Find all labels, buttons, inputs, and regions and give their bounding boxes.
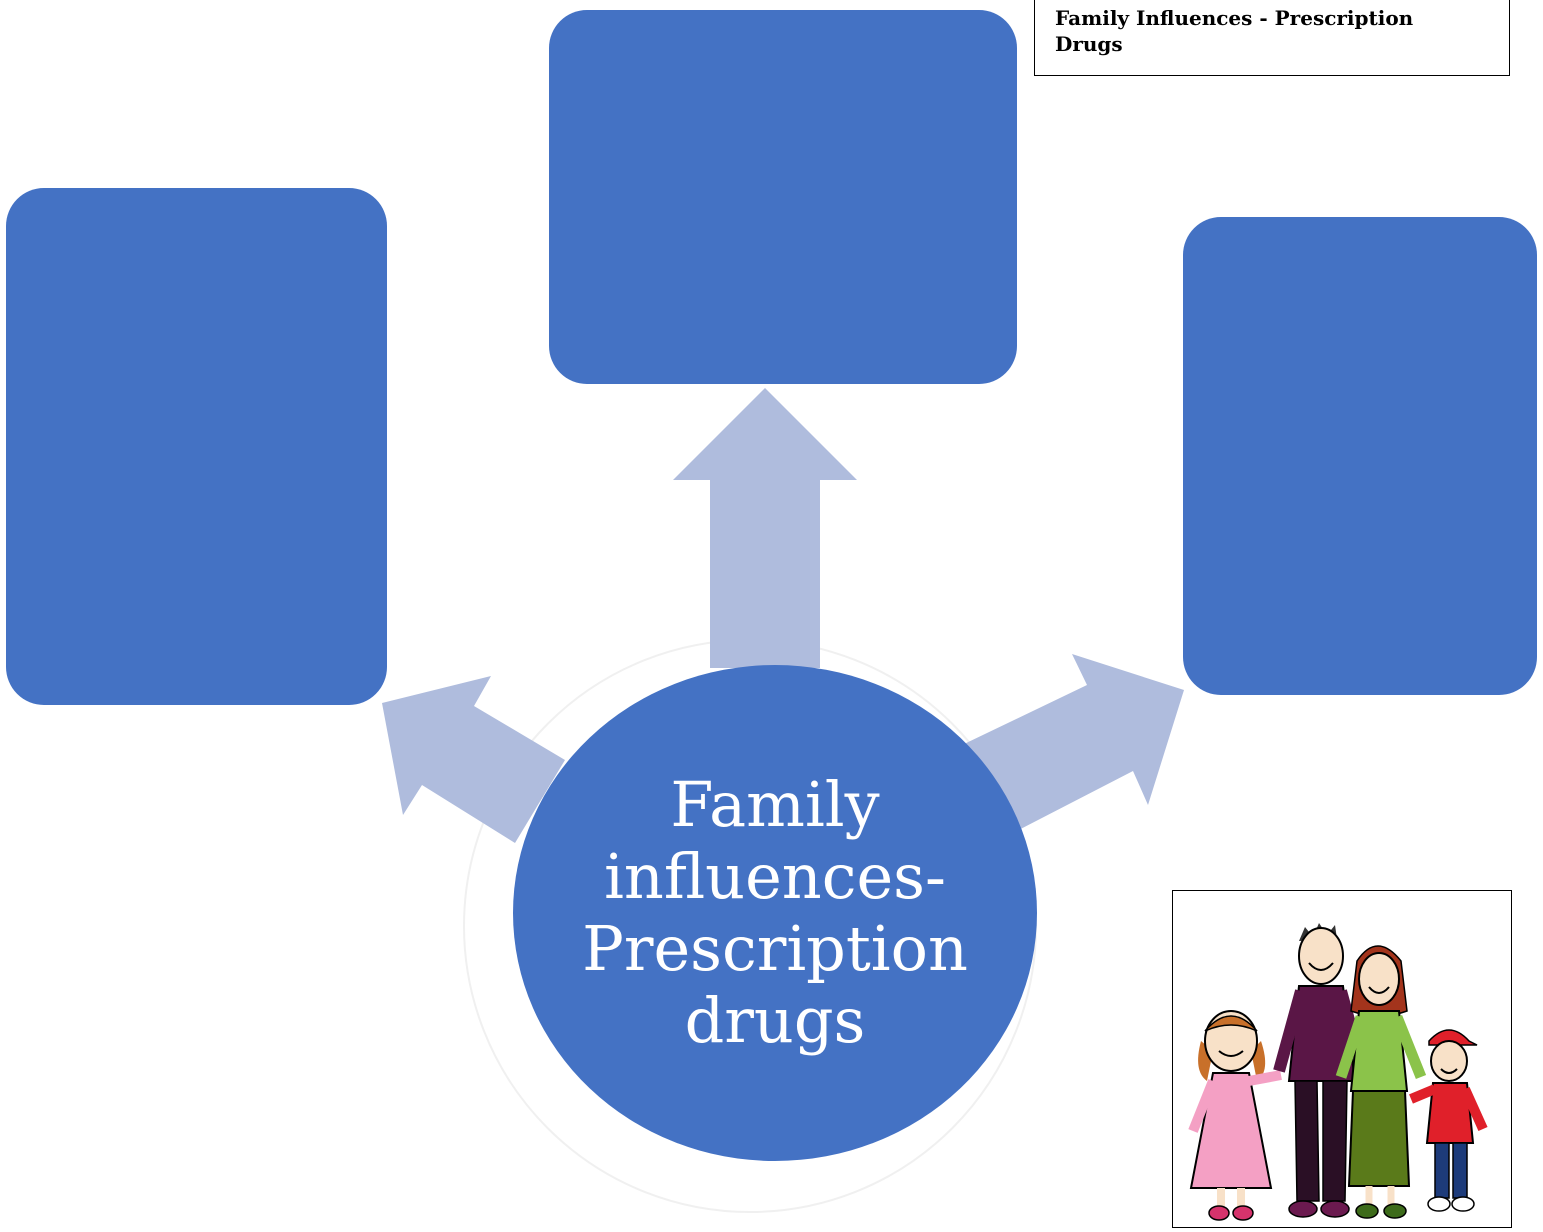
arrow-up [673,388,857,668]
family-illustration [1172,890,1512,1228]
arrow-right [962,654,1184,836]
family-holding-hands-icon [1188,923,1488,1221]
arrow-left [382,676,565,843]
title-line-1: Family Influences - Prescription [1055,6,1414,30]
node-right[interactable] [1183,217,1537,695]
boy-figure [1409,1029,1488,1212]
girl-figure [1188,1010,1282,1221]
woman-figure [1335,945,1427,1219]
center-circle [513,665,1037,1161]
node-top[interactable] [549,10,1017,384]
title-line-2: Drugs [1055,32,1123,56]
node-left[interactable] [6,188,387,705]
title-box: Family Influences - Prescription Drugs [1034,0,1510,76]
